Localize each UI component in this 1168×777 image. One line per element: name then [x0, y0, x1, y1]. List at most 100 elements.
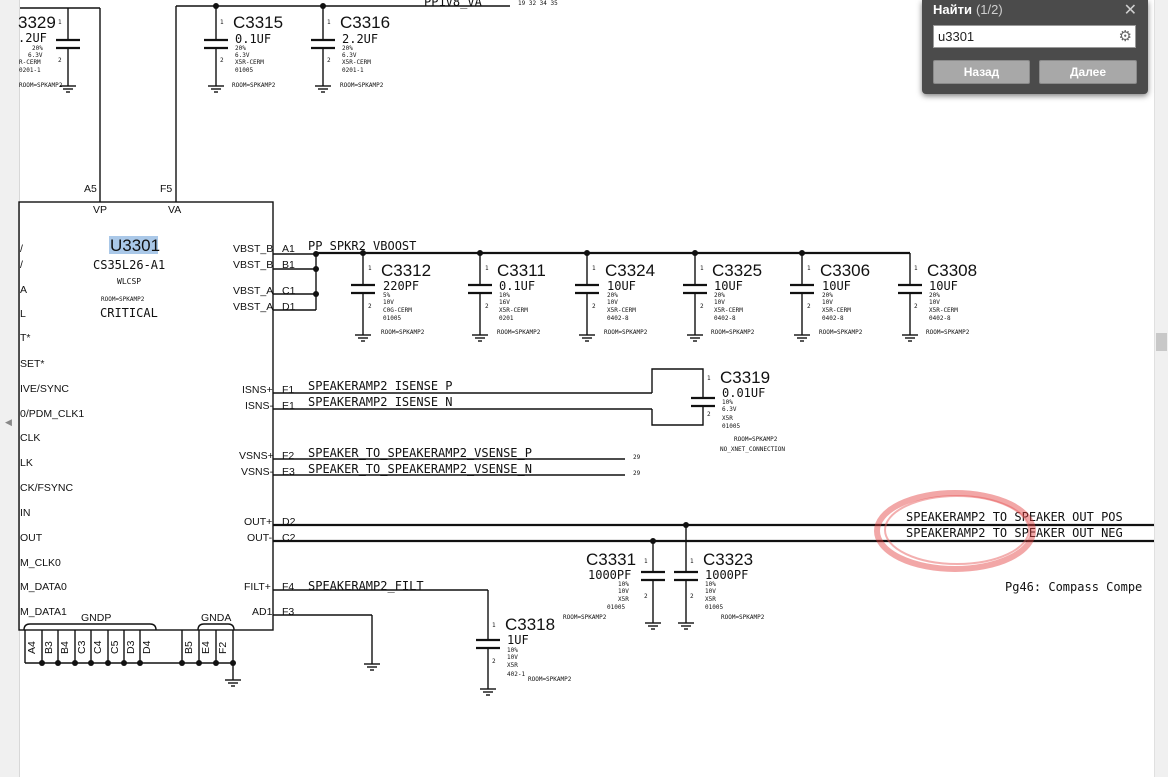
svg-text:01005: 01005 — [705, 604, 723, 611]
capacitor-c3315: 1 2 C3315 0.1UF 20% 6.3V X5R-CERM 01005 … — [204, 3, 283, 93]
svg-text:X5R: X5R — [705, 596, 716, 603]
close-icon[interactable]: ✕ — [1123, 2, 1137, 19]
find-title: Найти(1/2) — [933, 2, 1003, 17]
net-label-vboost: PP_SPKR2_VBOOST — [308, 239, 416, 253]
ic-u3301[interactable]: VP VA U3301 CS35L26-A1 WLCSP ROOM=SPKAMP… — [18, 201, 274, 631]
svg-text:1: 1 — [700, 265, 704, 272]
svg-text:LK: LK — [20, 457, 33, 469]
svg-text:VBST_B: VBST_B — [233, 243, 273, 255]
svg-text:10V: 10V — [607, 299, 618, 306]
svg-text:0201-1: 0201-1 — [342, 67, 364, 74]
svg-text:1: 1 — [368, 265, 372, 272]
svg-text:1000PF: 1000PF — [705, 568, 748, 582]
find-next-button[interactable]: Далее — [1039, 60, 1137, 84]
svg-text:C3323: C3323 — [703, 550, 753, 569]
red-marker-annotation-inner — [884, 495, 1030, 565]
ic-critical: CRITICAL — [100, 306, 158, 320]
svg-text:2: 2 — [700, 303, 704, 310]
svg-text:0201-1: 0201-1 — [19, 67, 41, 74]
svg-text:0.01UF: 0.01UF — [722, 386, 765, 400]
find-input[interactable] — [934, 26, 1120, 47]
cap-ref: C3315 — [233, 13, 283, 32]
net-vboost: PP_SPKR2_VBOOST — [273, 239, 910, 311]
pin-va-label: VA — [168, 204, 181, 216]
capacitor-c3325: 12 C3325 10UF 20% 10V X5R-CERM 0402-8 RO… — [683, 250, 762, 342]
rail-page-refs: 19 32 34 35 — [518, 0, 558, 7]
svg-text:E1: E1 — [282, 400, 295, 412]
pin-f5-label: F5 — [160, 183, 172, 195]
svg-text:C3311: C3311 — [497, 261, 546, 280]
svg-text:10V: 10V — [714, 299, 725, 306]
svg-text:C3324: C3324 — [605, 261, 655, 280]
find-title-text: Найти — [933, 2, 972, 17]
svg-text:ROOM=SPKAMP2: ROOM=SPKAMP2 — [497, 329, 541, 336]
ic-room: ROOM=SPKAMP2 — [101, 296, 145, 303]
net-pp1v8-va: PP1V8_VA — [424, 0, 483, 9]
find-prev-button[interactable]: Назад — [933, 60, 1030, 84]
svg-text:01005: 01005 — [722, 423, 740, 430]
svg-text:OUT-: OUT- — [247, 532, 273, 544]
svg-text:10%: 10% — [507, 647, 518, 654]
svg-text:NO_XNET_CONNECTION: NO_XNET_CONNECTION — [720, 446, 785, 453]
svg-text:VSNS-: VSNS- — [241, 466, 274, 478]
svg-text:0402-8: 0402-8 — [607, 315, 629, 322]
svg-text:10%: 10% — [618, 581, 629, 588]
svg-text:2: 2 — [58, 57, 62, 64]
svg-text:1: 1 — [707, 375, 711, 382]
cap-ref: 3329 — [18, 13, 56, 32]
ic-ground-pins: GNDP GNDA A4 B3 B4 C3 C4 C5 D3 D4 B5 E4 … — [23, 612, 241, 687]
find-match-count: (1/2) — [975, 2, 1003, 17]
svg-text:X5R-CERM: X5R-CERM — [822, 307, 851, 314]
svg-text:2: 2 — [492, 658, 496, 665]
svg-text:ROOM=SPKAMP2: ROOM=SPKAMP2 — [19, 82, 63, 89]
svg-text:D2: D2 — [282, 516, 296, 528]
capacitor-c3319: 1 2 C3319 0.01UF 10% 6.3V X5R 01005 ROOM… — [691, 368, 785, 453]
svg-text:VBST_B: VBST_B — [233, 259, 273, 271]
svg-text:2: 2 — [914, 303, 918, 310]
svg-text:E4: E4 — [200, 641, 212, 654]
svg-text:VBST_A: VBST_A — [233, 301, 273, 313]
capacitor-c3331: 12 C3331 1000PF 10% 10V X5R 01005 ROOM=S… — [563, 550, 665, 630]
page-reference: Pg46: Compass Compe — [1005, 580, 1142, 594]
svg-text:01005: 01005 — [607, 604, 625, 611]
scroll-left-icon[interactable]: ◀ — [5, 418, 12, 428]
svg-text:C5: C5 — [109, 640, 121, 654]
net-out: SPEAKERAMP2 TO SPEAKER OUT POS SPEAKERAM… — [273, 510, 1155, 594]
svg-text:IVE/SYNC: IVE/SYNC — [20, 383, 69, 395]
svg-text:OUT: OUT — [20, 532, 43, 544]
svg-text:20%: 20% — [235, 45, 246, 52]
scrollbar-thumb[interactable] — [1156, 333, 1167, 351]
svg-text:10V: 10V — [929, 299, 940, 306]
svg-text:2: 2 — [807, 303, 811, 310]
svg-text:1UF: 1UF — [507, 633, 529, 647]
svg-text:2: 2 — [220, 57, 224, 64]
capacitor-c3324: 12 C3324 10UF 20% 10V X5R-CERM 0402-8 RO… — [575, 250, 655, 342]
svg-text:10UF: 10UF — [714, 279, 743, 293]
vertical-scrollbar[interactable] — [1154, 0, 1168, 777]
svg-text:1: 1 — [644, 558, 648, 565]
svg-text:C1: C1 — [282, 285, 296, 297]
pin-a5-label: A5 — [84, 183, 97, 195]
svg-text:ROOM=SPKAMP2: ROOM=SPKAMP2 — [926, 329, 970, 336]
svg-text:6.3V: 6.3V — [722, 406, 737, 413]
svg-text:X5R-CERM: X5R-CERM — [607, 307, 636, 314]
gear-icon[interactable]: ⚙ — [1118, 28, 1132, 45]
svg-text:ROOM=SPKAMP2: ROOM=SPKAMP2 — [711, 329, 755, 336]
svg-text:B3: B3 — [43, 641, 55, 654]
svg-text:6.3V: 6.3V — [342, 52, 357, 59]
svg-text:C3325: C3325 — [712, 261, 762, 280]
svg-text:2: 2 — [327, 57, 331, 64]
net-label-out-neg: SPEAKERAMP2 TO SPEAKER OUT NEG — [906, 526, 1123, 540]
net-isense: SPEAKERAMP2_ISENSE_P SPEAKERAMP2_ISENSE_… — [273, 368, 704, 426]
ic-part: CS35L26-A1 — [93, 258, 165, 272]
svg-text:1: 1 — [220, 19, 224, 26]
svg-text:ROOM=SPKAMP2: ROOM=SPKAMP2 — [563, 614, 607, 621]
cap-value: 2.2UF — [342, 32, 378, 46]
svg-text:X5R: X5R — [507, 662, 518, 669]
svg-text:F1: F1 — [282, 384, 294, 396]
pin-vp-label: VP — [93, 204, 107, 216]
svg-text:1000PF: 1000PF — [588, 568, 631, 582]
capacitor-c3308: 12 C3308 10UF 20% 10V X5R-CERM 0402-8 RO… — [898, 253, 977, 342]
ic-ref: U3301 — [110, 236, 160, 255]
